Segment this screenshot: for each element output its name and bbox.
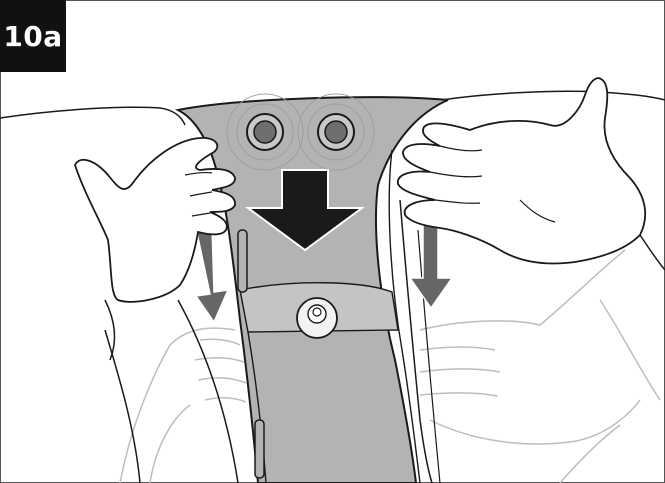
ghost-hand-right	[420, 250, 660, 483]
clip-icon	[297, 298, 337, 338]
left-wrist	[105, 300, 115, 360]
down-arrow-icon	[196, 226, 228, 322]
step-number-badge: 10a	[0, 0, 66, 72]
strap-edge-left	[178, 300, 238, 483]
side-clip-upper	[238, 230, 247, 292]
side-clip-lower	[255, 420, 264, 478]
ghost-hand-left	[120, 328, 246, 483]
arm-outline-left	[105, 330, 140, 483]
right-wrist	[640, 235, 665, 270]
